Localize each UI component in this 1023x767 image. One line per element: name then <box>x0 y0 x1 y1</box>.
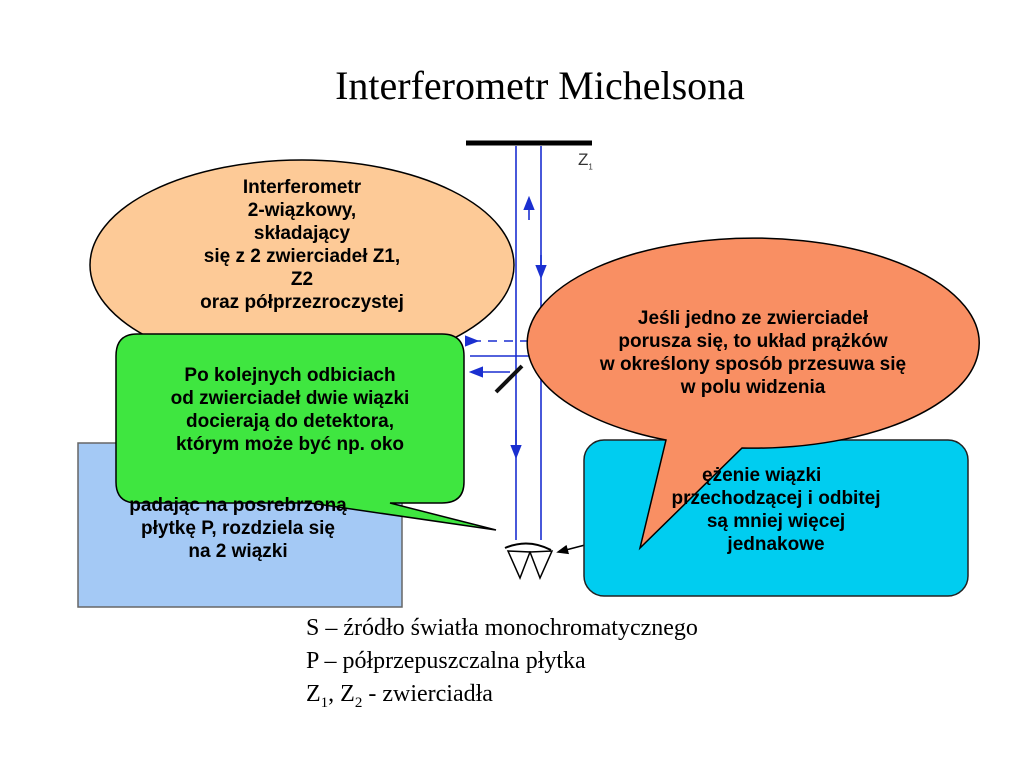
legend-source: S – źródło światła monochromatycznego <box>306 615 698 641</box>
cyan-box-text: ężenie wiązki przechodzącej i odbitej są… <box>671 465 881 555</box>
green-bubble <box>115 333 497 531</box>
legend-mirrors: Z1, Z2 - zwierciadła <box>306 681 493 711</box>
salmon-bubble-text: Jeśli jedno ze zwierciadeł porusza się, … <box>599 308 907 398</box>
orange-bubble-text: Interferometr 2-wiązkowy, składający się… <box>200 177 404 313</box>
plate-p <box>494 364 524 394</box>
detector-eye-icon <box>504 542 554 580</box>
slide-title: Interferometr Michelsona <box>335 63 745 108</box>
blue-box-text: padając na posrebrzoną płytkę P, rozdzie… <box>129 495 347 562</box>
salmon-bubble <box>526 237 980 551</box>
mirror-z1-label: Z1 <box>578 150 593 172</box>
detector-pointer <box>556 544 586 555</box>
green-bubble-text: Po kolejnych odbiciach od zwierciadeł dw… <box>170 365 410 455</box>
orange-bubble-text-clip: Interferometr 2-wiązkowy, składający się… <box>120 176 484 336</box>
legend: S – źródło światła monochromatycznego P … <box>306 612 698 720</box>
legend-plate: P – półprzepuszczalna płytka <box>306 648 586 674</box>
